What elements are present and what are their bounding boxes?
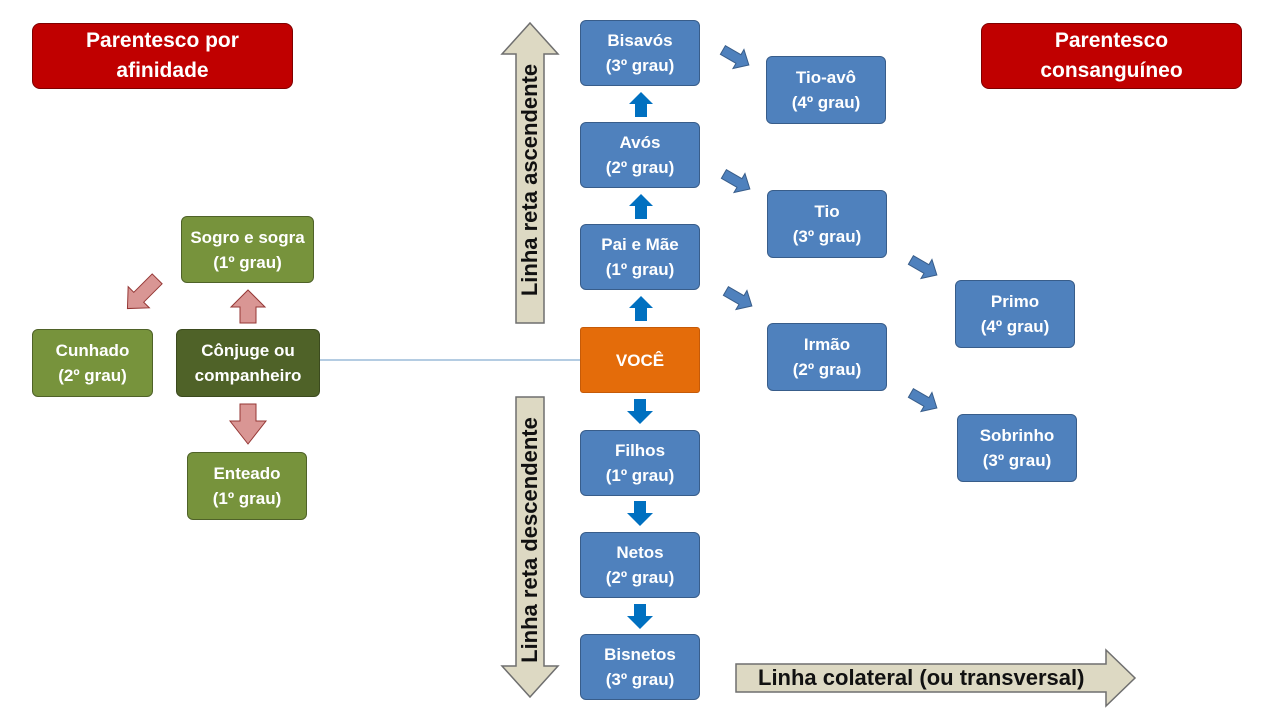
up-arrow-parents-grandparents (629, 194, 653, 219)
brother-in-law-box: Cunhado (2º grau) (32, 329, 153, 397)
diag-arrow-grandparents-uncle (720, 168, 751, 194)
great-uncle-box: Tio-avô (4º grau) (766, 56, 886, 124)
descending-line-label: Linha reta descendente (517, 417, 542, 663)
down-arrow-you-children (627, 399, 653, 424)
great-grandparents-box: Bisavós (3º grau) (580, 20, 700, 86)
children-box: Filhos (1º grau) (580, 430, 700, 496)
pink-diag-arrow-inlaws-brotherinlaw (126, 273, 163, 310)
uncle-box: Tio (3º grau) (767, 190, 887, 258)
nephew-box: Sobrinho (3º grau) (957, 414, 1077, 482)
diag-arrow-uncle-cousin (907, 254, 938, 280)
spouse-box: Cônjuge ou companheiro (176, 329, 320, 397)
down-arrow-grandchildren-greatgrandchildren (627, 604, 653, 629)
sibling-box: Irmão (2º grau) (767, 323, 887, 391)
in-laws-box: Sogro e sogra (1º grau) (181, 216, 314, 283)
grandparents-box: Avós (2º grau) (580, 122, 700, 188)
collateral-line-label: Linha colateral (ou transversal) (758, 665, 1085, 690)
ascending-line-label: Linha reta ascendente (517, 63, 542, 297)
grandchildren-box: Netos (2º grau) (580, 532, 700, 598)
down-arrow-children-grandchildren (627, 501, 653, 526)
affinity-header: Parentesco por afinidade (32, 23, 293, 89)
diag-arrow-greatgrandparents-greatuncle (719, 44, 750, 70)
parents-box: Pai e Mãe (1º grau) (580, 224, 700, 290)
pink-up-arrow-spouse-inlaws (229, 289, 267, 324)
pink-down-arrow-spouse-stepchild (228, 403, 268, 445)
up-arrow-you-parents (629, 296, 653, 321)
diag-arrow-sibling-nephew (907, 387, 938, 413)
stepchild-box: Enteado (1º grau) (187, 452, 307, 520)
up-arrow-grandparents-greatgrandparents (629, 92, 653, 117)
you-box: VOCÊ (580, 327, 700, 393)
diag-arrow-parents-sibling (722, 285, 753, 311)
great-grandchildren-box: Bisnetos (3º grau) (580, 634, 700, 700)
consanguine-header: Parentesco consanguíneo (981, 23, 1242, 89)
cousin-box: Primo (4º grau) (955, 280, 1075, 348)
